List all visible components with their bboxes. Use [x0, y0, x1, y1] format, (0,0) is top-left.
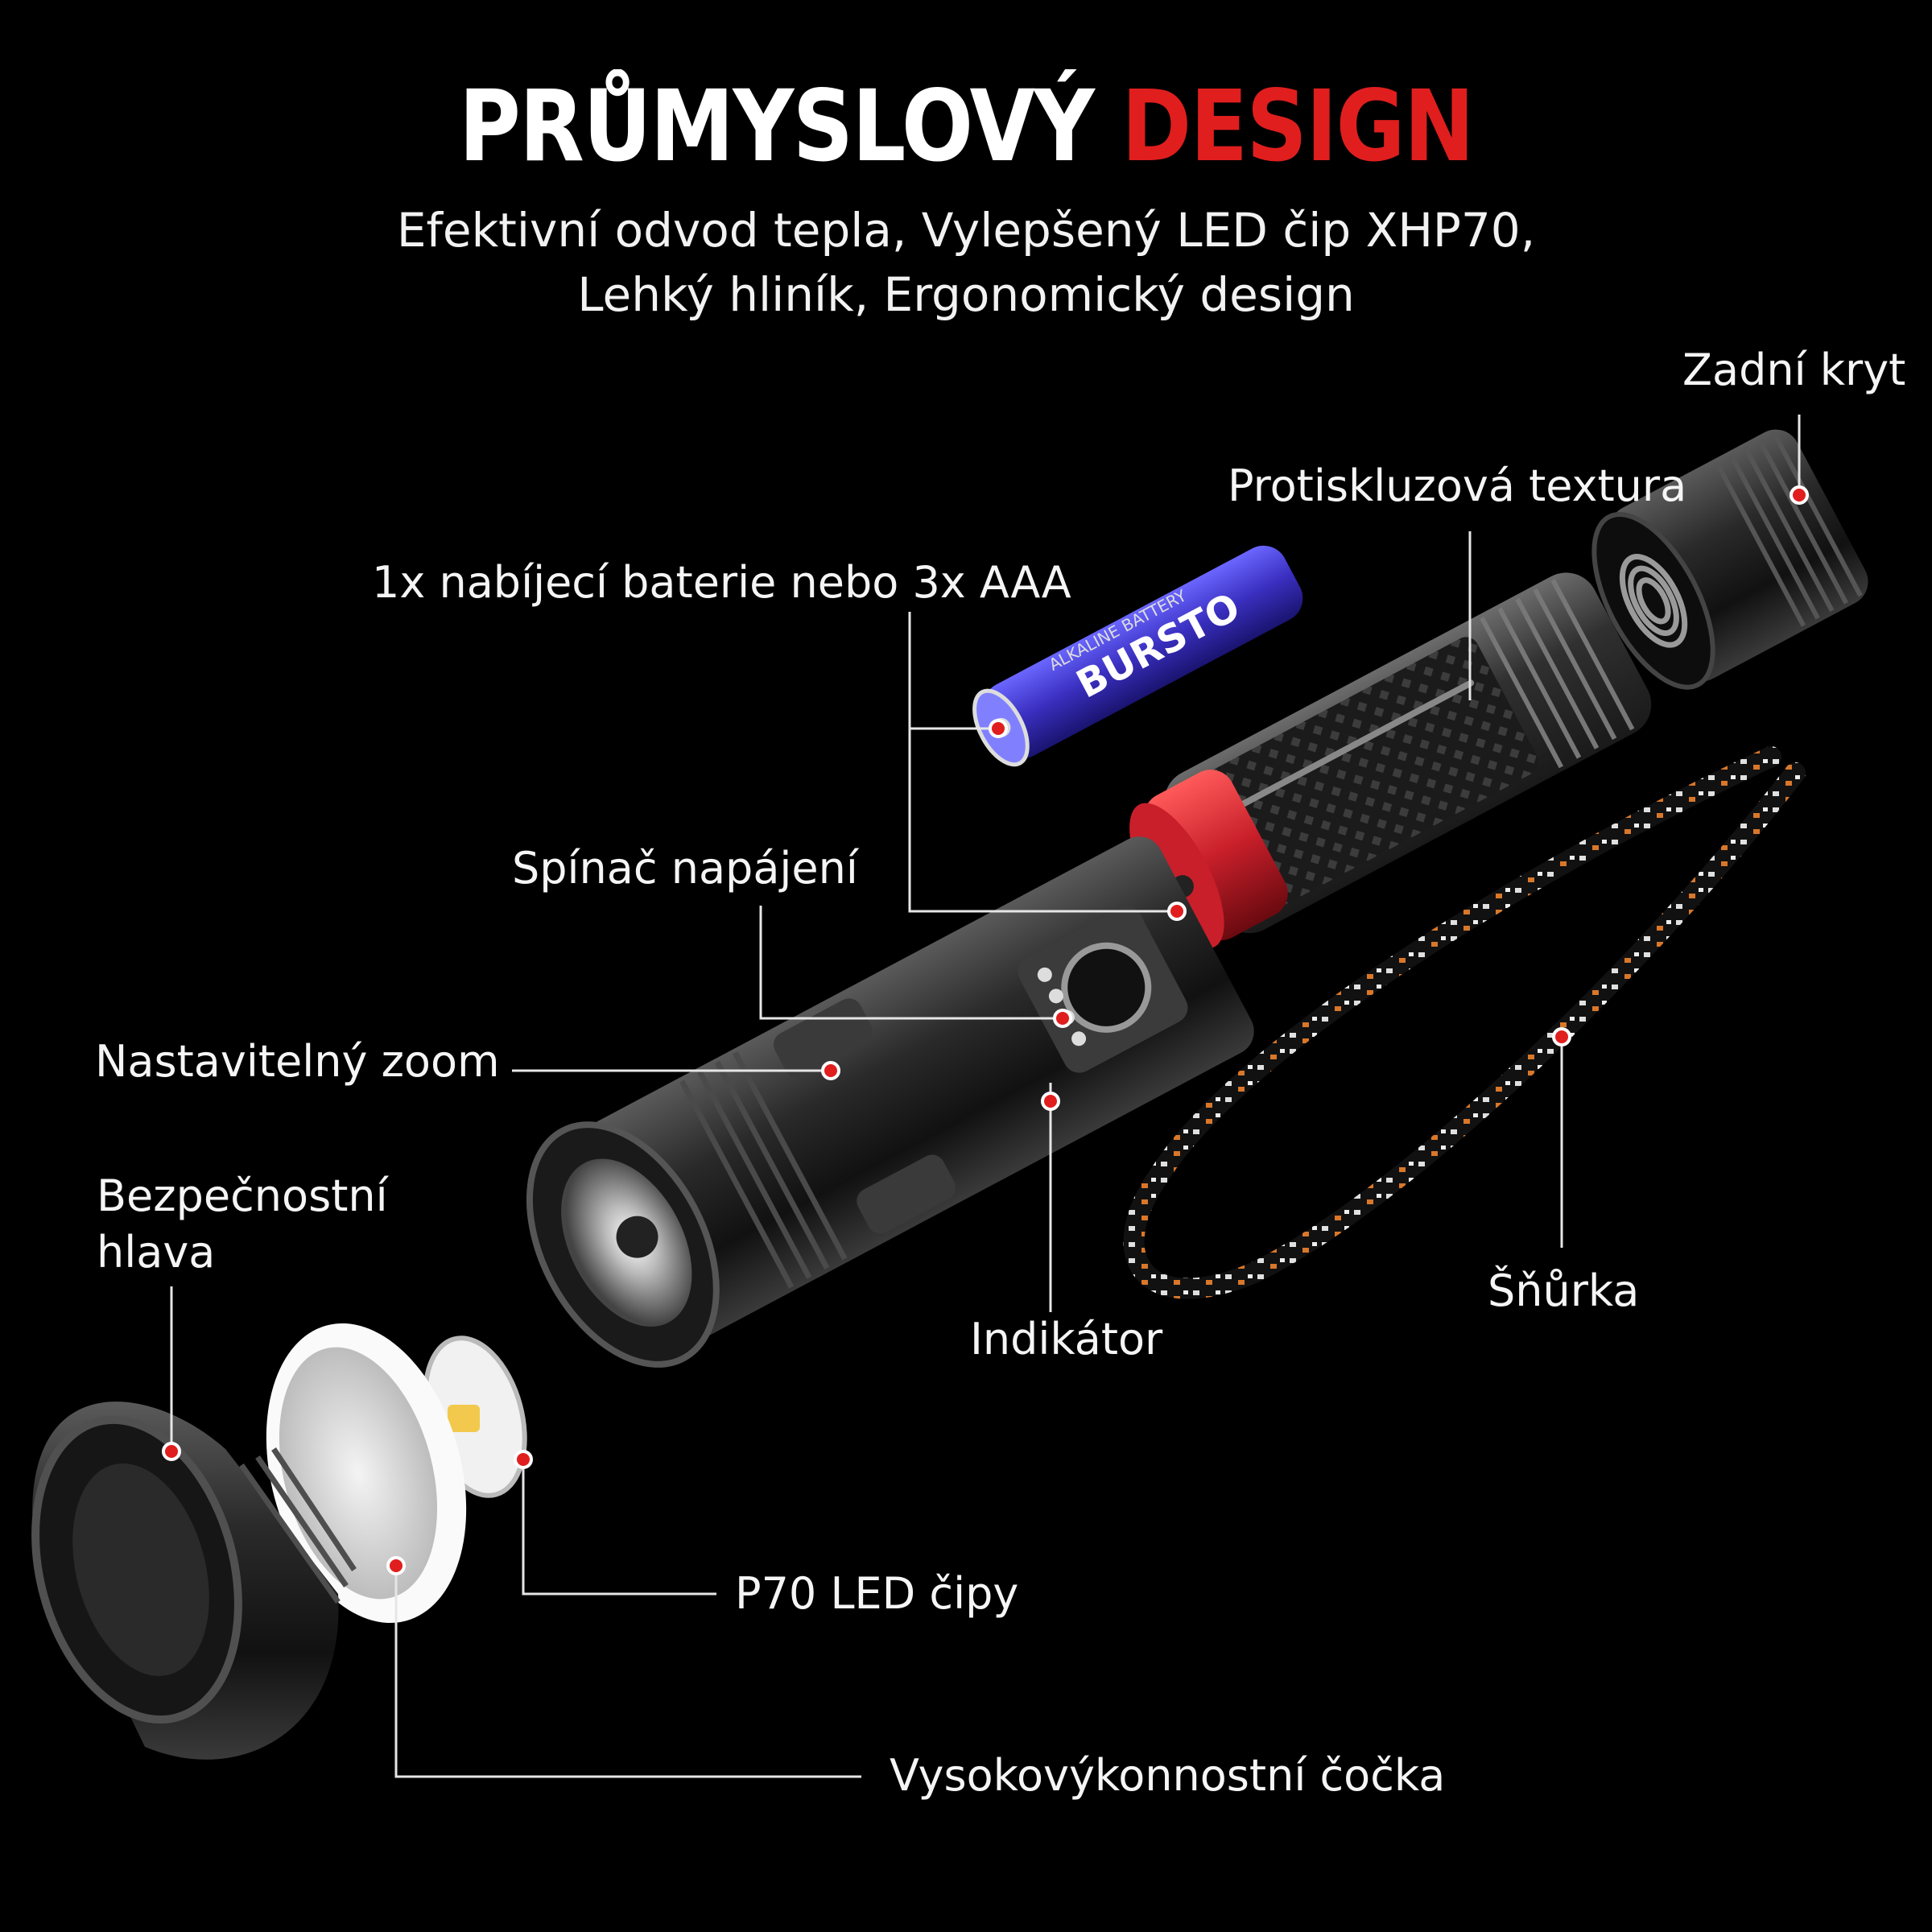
page-title: PRŮMYSLOVÝ DESIGN: [135, 69, 1797, 184]
lens-disc: [266, 1323, 467, 1624]
label-high-performance-lens: Vysokovýkonnostní čočka: [890, 1750, 1446, 1801]
title-part-1: PRŮMYSLOVÝ: [458, 69, 1095, 184]
label-power-switch: Spínač napájení: [512, 843, 858, 894]
label-anti-slip-texture: Protiskluzová textura: [1228, 460, 1687, 511]
label-safety-head-line-1: Bezpečnostní: [97, 1170, 388, 1221]
battery-tube: [1129, 572, 1652, 949]
label-led-chips: P70 LED čipy: [735, 1568, 1019, 1619]
callout-lines: [170, 415, 1801, 1778]
label-indicator: Indikátor: [970, 1314, 1163, 1364]
bezel-head: [31, 1402, 357, 1760]
label-battery: 1x nabíjecí baterie nebo 3x AAA: [372, 557, 1071, 608]
subtitle-line-2: Lehký hliník, Ergonomický design: [577, 267, 1355, 322]
callout-markers: [162, 485, 1809, 1575]
label-lanyard: Šňůrka: [1488, 1265, 1640, 1316]
label-adjustable-zoom: Nastavitelný zoom: [95, 1036, 500, 1087]
subtitle-line-1: Efektivní odvod tepla, Vylepšený LED čip…: [396, 203, 1536, 258]
title-part-2: DESIGN: [1121, 69, 1475, 184]
label-safety-head-line-2: hlava: [97, 1227, 216, 1278]
head-body: [526, 836, 1254, 1368]
label-rear-cover: Zadní kryt: [1682, 345, 1906, 395]
lanyard-cord: [1123, 746, 1806, 1299]
